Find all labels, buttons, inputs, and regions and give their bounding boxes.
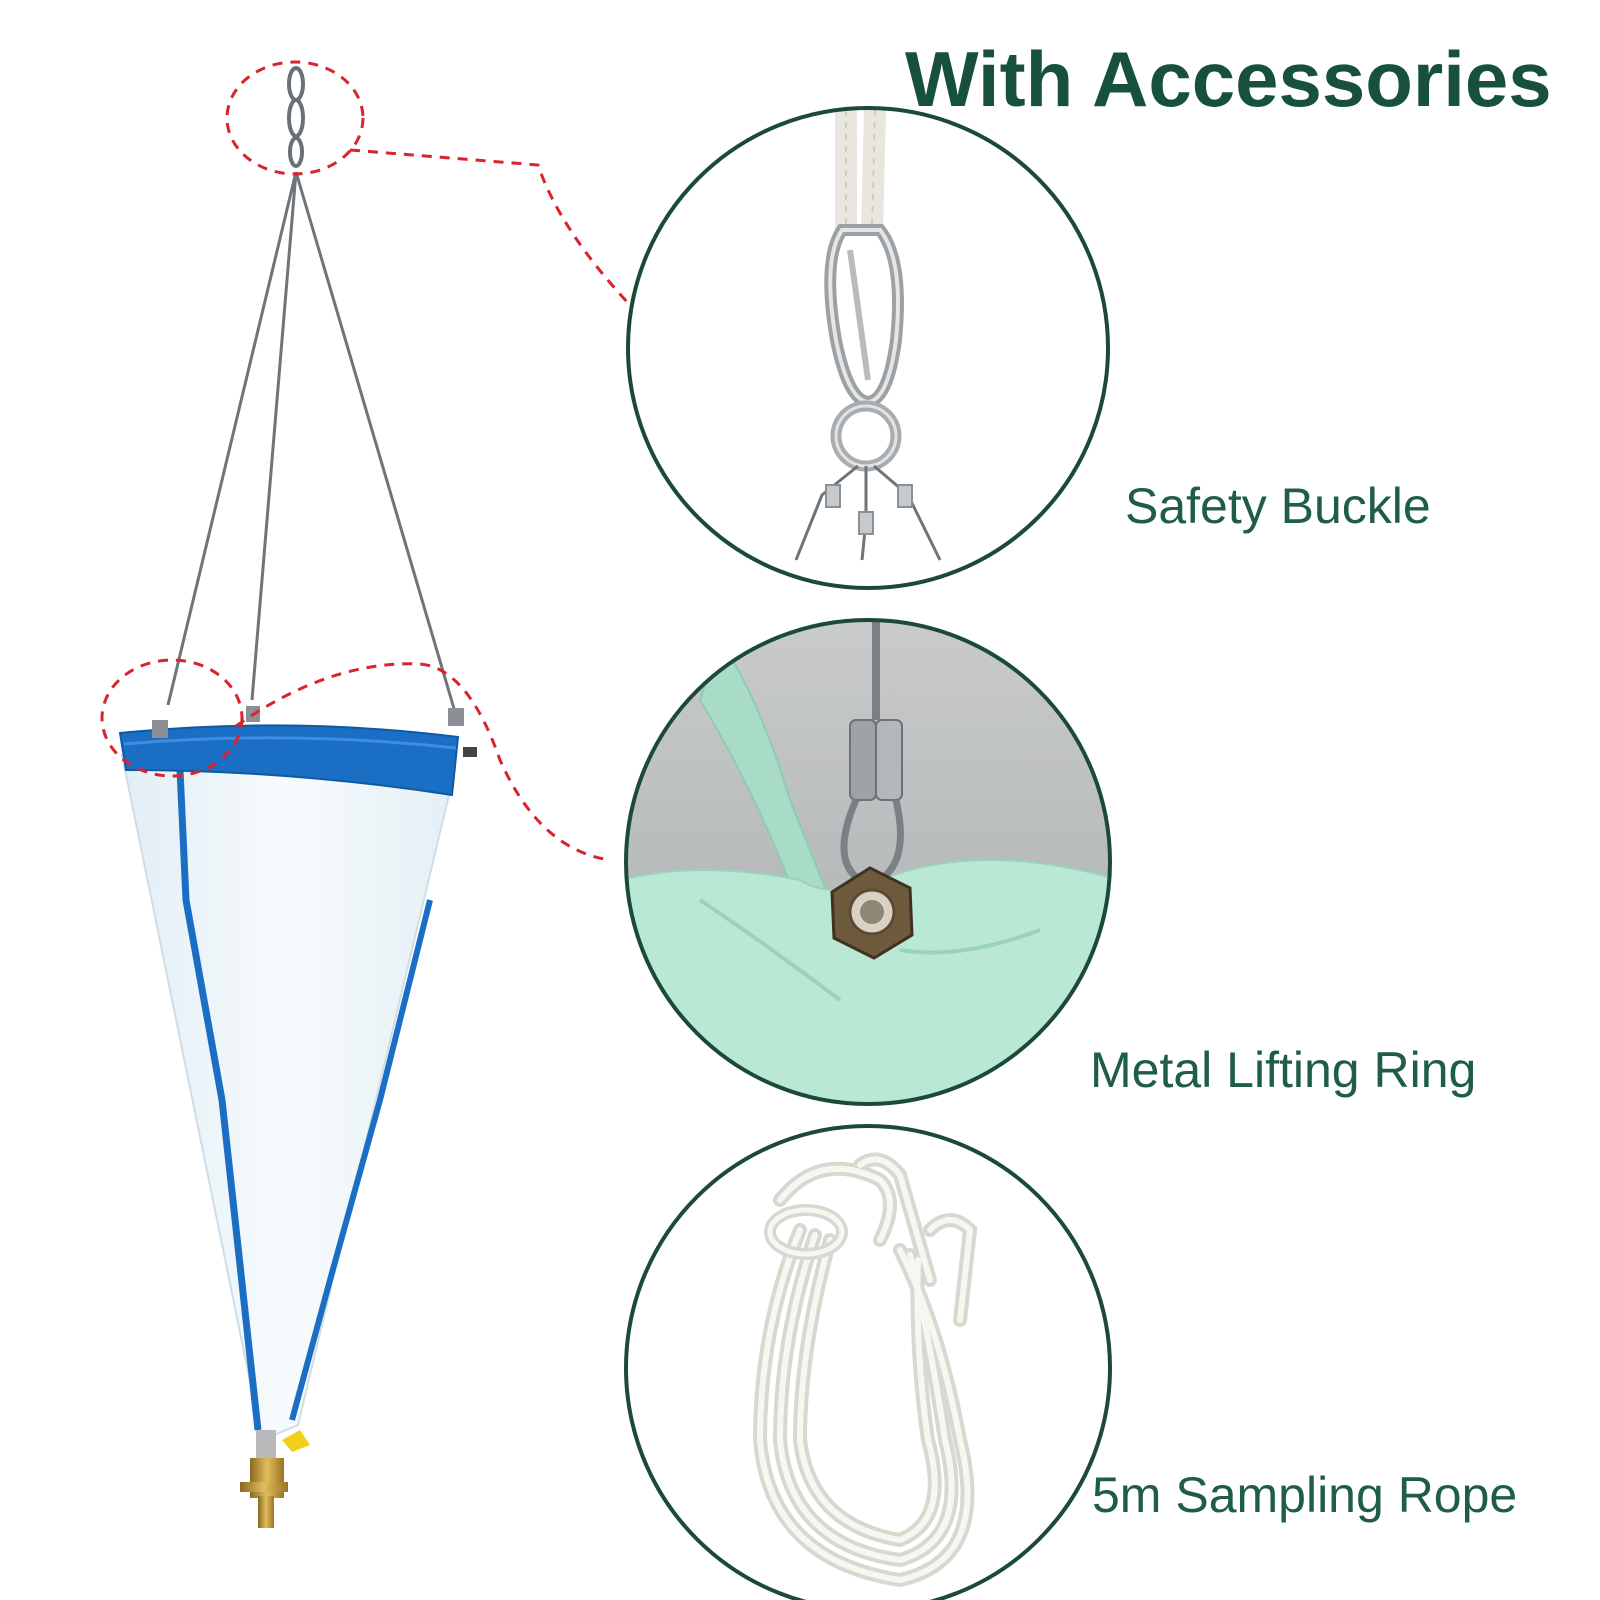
coiled-rope-icon [752, 1152, 978, 1588]
net-seam [289, 899, 433, 1421]
wire-sleeve-icon [849, 719, 903, 801]
callout-lines [100, 60, 632, 862]
safety-buckle-label: Safety Buckle [1125, 478, 1431, 534]
net-seam [176, 769, 262, 1431]
top-hook-icon [287, 66, 305, 168]
lifting-ring-circle [624, 618, 1112, 1106]
sampling-rope-label: 5m Sampling Rope [1092, 1467, 1518, 1523]
callout-line-buckle [349, 148, 632, 307]
rim-clip [448, 708, 464, 726]
plankton-net [118, 66, 477, 1528]
net-rim [118, 724, 460, 797]
page-title: With Accessories [905, 35, 1552, 123]
rope-icon [835, 109, 886, 231]
rim-clip [152, 720, 168, 738]
safety-buckle-circle [626, 106, 1110, 590]
suspension-wires [166, 171, 457, 713]
callout-circle-rim [100, 658, 244, 778]
drain-valve-icon [240, 1430, 310, 1528]
net-cone [120, 753, 457, 1442]
sampling-rope-circle [624, 1124, 1112, 1600]
lifting-ring-label: Metal Lifting Ring [1090, 1042, 1477, 1098]
lifting-ring-icon [830, 866, 914, 960]
callout-line-ring [235, 662, 611, 862]
callout-circle-hook [225, 60, 365, 176]
